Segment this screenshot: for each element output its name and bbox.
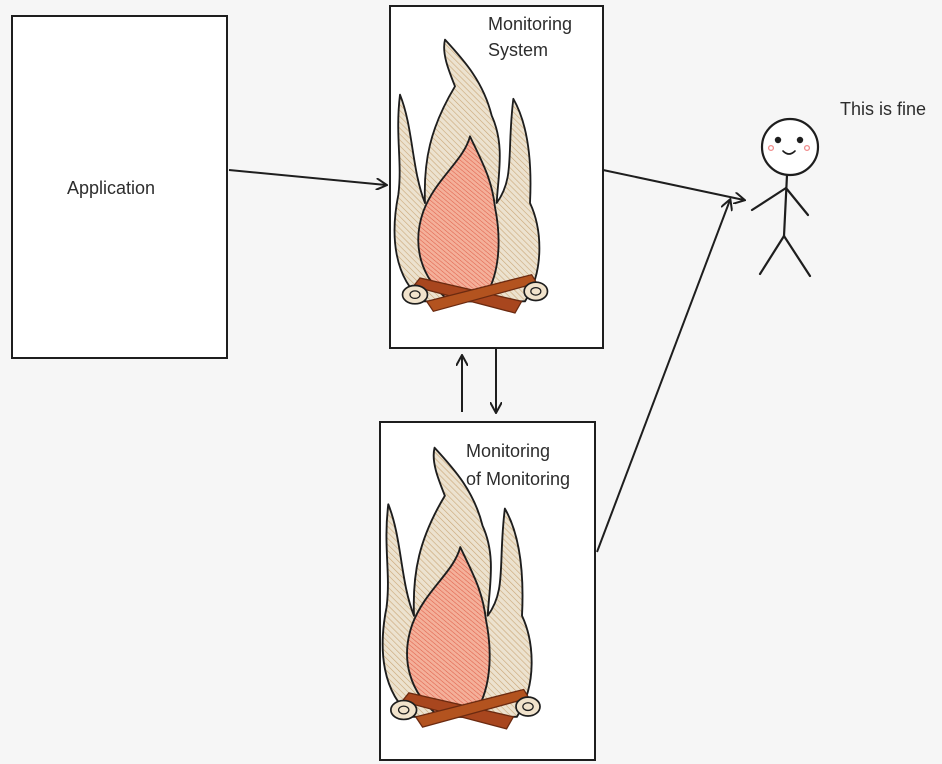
- stick-figure-icon: [750, 117, 820, 278]
- arrow-application-to-monitoring: [228, 169, 386, 185]
- arrow-meta-to-person: [596, 200, 730, 553]
- monitoring-system-node: [389, 5, 604, 349]
- application-label: Application: [67, 178, 156, 198]
- arrow-monitoring-to-person: [602, 169, 744, 200]
- person-caption: This is fine: [840, 99, 927, 119]
- connectors: [228, 169, 744, 553]
- monitoring-of-monitoring-node: [379, 421, 596, 761]
- monitoring-system-label-line2: System: [488, 40, 549, 60]
- application-node: [11, 15, 228, 359]
- monitoring-of-monitoring-label-line2: of Monitoring: [466, 469, 571, 489]
- monitoring-system-label-line1: Monitoring: [488, 14, 573, 34]
- monitoring-of-monitoring-label-line1: Monitoring: [466, 441, 551, 461]
